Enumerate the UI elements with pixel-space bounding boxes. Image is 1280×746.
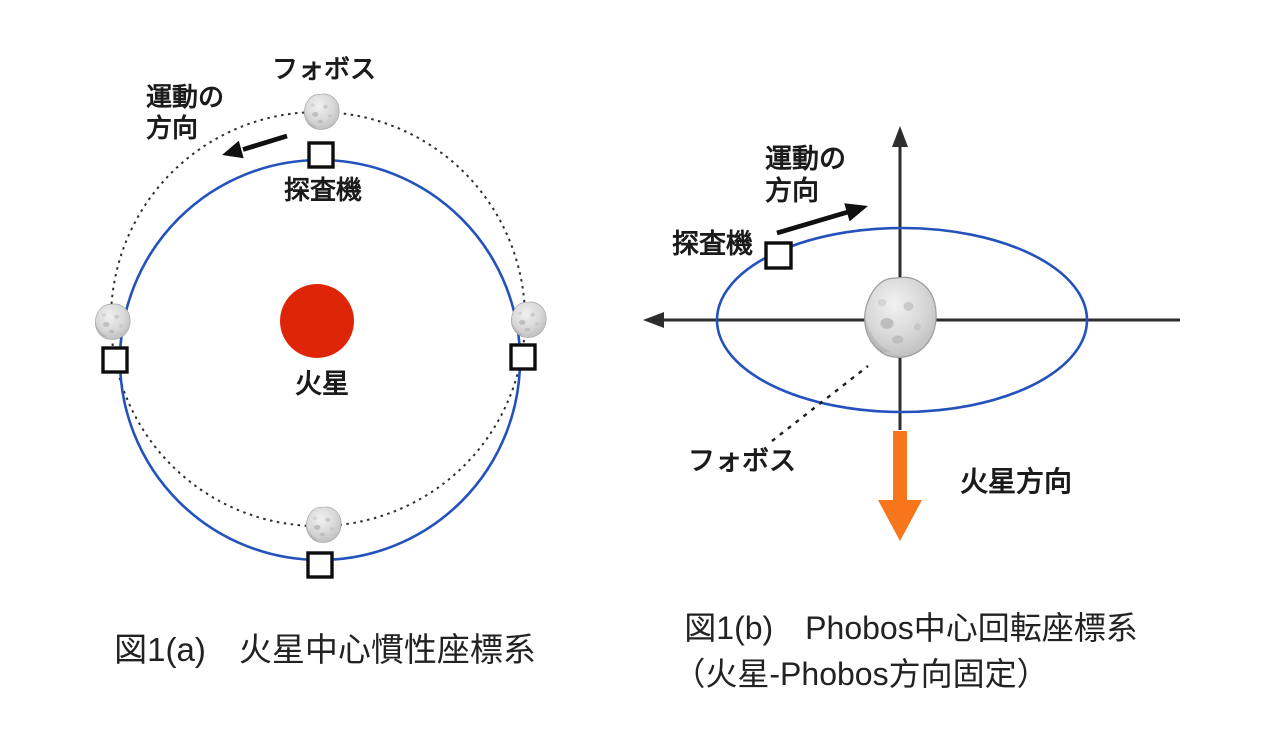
phobos-asteroid-bottom xyxy=(305,506,342,543)
spacecraft-marker-right xyxy=(509,343,537,371)
figure-a-mars-label: 火星 xyxy=(295,369,349,399)
figure-b-motion-line1: 運動の xyxy=(765,144,846,174)
motion-arrow-shaft-a xyxy=(242,133,288,152)
mars-direction-arrow xyxy=(878,431,922,541)
figure-a-spacecraft-label: 探査機 xyxy=(283,175,363,205)
figure-b-spacecraft-label: 探査機 xyxy=(672,229,753,259)
phobos-asteroid-right xyxy=(510,301,547,338)
figure-a-motion-label: 運動の 方向 xyxy=(146,82,224,143)
phobos-asteroid-center xyxy=(863,276,937,358)
figure-b-phobos-label: フォボス xyxy=(688,446,796,476)
figure-a-graphics xyxy=(94,93,547,579)
figure-b-caption-line1: 図1(b) Phobos中心回転座標系 xyxy=(684,610,1138,646)
figure-a-motion-line1: 運動の xyxy=(146,82,225,112)
figure-b-motion-line2: 方向 xyxy=(765,175,819,206)
spacecraft-marker-bottom xyxy=(306,551,334,579)
figure-a-phobos-label: フォボス xyxy=(271,54,377,84)
motion-arrow-head-b xyxy=(844,203,868,222)
figure-a-caption: 図1(a) 火星中心慣性座標系 xyxy=(114,631,536,668)
phobos-leader-dotted-line xyxy=(771,365,869,442)
mars-circle xyxy=(280,284,354,358)
vertical-axis-arrowhead xyxy=(892,126,908,147)
motion-arrow-shaft-b xyxy=(776,209,849,236)
spacecraft-marker-left xyxy=(101,346,129,374)
spacecraft-orbit-blue-circle xyxy=(118,158,522,562)
phobos-asteroid-left xyxy=(94,303,131,340)
figure-b-graphics xyxy=(643,126,1180,541)
figure-b-motion-label: 運動の 方向 xyxy=(765,144,846,208)
spacecraft-marker-top xyxy=(307,141,335,169)
horizontal-axis-arrowhead xyxy=(643,312,664,328)
figure-b-caption-line2: （火星-Phobos方向固定） xyxy=(673,656,1049,692)
figure-b-mars-direction-label: 火星方向 xyxy=(959,466,1073,497)
motion-arrow-head-a xyxy=(222,140,244,159)
spacecraft-marker-b xyxy=(764,241,793,270)
relative-orbit-ellipse xyxy=(715,226,1089,414)
phobos-asteroid-top xyxy=(303,93,340,130)
figure-a-motion-line2: 方向 xyxy=(146,112,199,143)
